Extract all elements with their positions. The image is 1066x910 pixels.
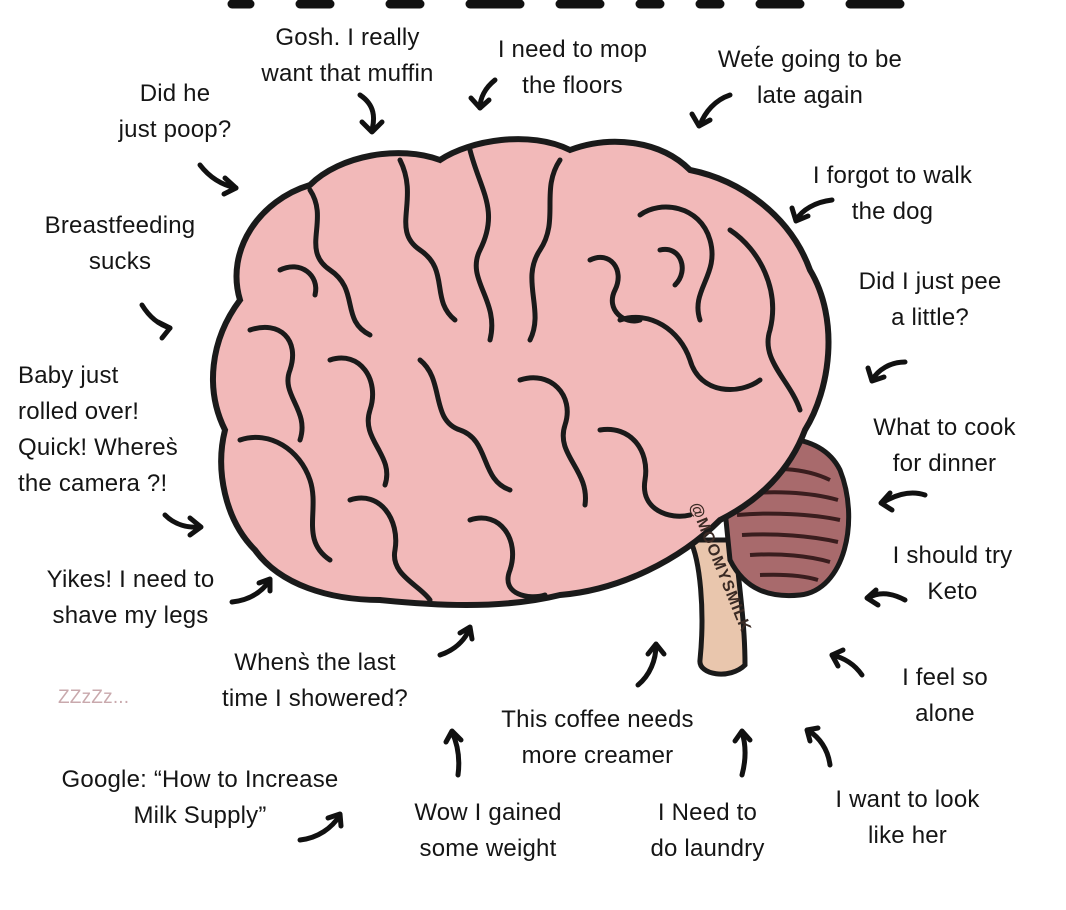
thought-dog: I forgot to walk the dog [812, 162, 973, 225]
arrow-mop-icon [468, 77, 498, 111]
thought-weight: Wow I gained some weight [414, 799, 562, 862]
arrow-dinner-icon [878, 490, 928, 513]
thought-shower: Whens̀ the last time I showered? [222, 649, 408, 712]
thought-look: I want to look like her [835, 786, 980, 849]
thought-mop: I need to mop the floors [497, 36, 648, 99]
arrow-coffee-icon [635, 641, 667, 688]
arrow-alone-icon [829, 647, 865, 678]
thought-breastfeeding: Breastfeeding sucks [44, 212, 196, 275]
thought-coffee: This coffee needs more creamer [501, 706, 694, 769]
arrow-google-icon [297, 811, 344, 843]
arrow-breastfeeding-icon [139, 302, 173, 341]
thought-yikes: Yikes! I need to shave my legs [46, 566, 215, 629]
arrow-laundry-icon [732, 728, 753, 778]
thought-google: Google: “How to Increase Milk Supply” [61, 766, 339, 829]
arrow-weight-icon [443, 728, 464, 778]
arrows [139, 77, 928, 843]
brainstem [685, 537, 748, 677]
thought-alone: I feel so alone [902, 664, 988, 727]
arrow-yikes-icon [229, 576, 273, 605]
thought-keto: I should try Keto [892, 542, 1013, 605]
thought-laundry: I Need to do laundry [650, 799, 765, 862]
arrow-keto-icon [864, 587, 908, 608]
thought-pee: Did I just pee a little? [858, 268, 1002, 331]
cerebrum [210, 136, 832, 608]
arrow-poop-icon [197, 162, 239, 197]
arrow-shower-icon [437, 624, 475, 658]
arrow-late-icon [689, 92, 733, 129]
thought-dinner: What to cook for dinner [873, 414, 1016, 477]
arrow-pee-icon [865, 359, 908, 384]
sleep-zzz-text: ZZzZz... [58, 687, 130, 708]
thought-baby: Baby just rolled over! Quick! Wheres̀ th… [18, 362, 178, 497]
arrow-muffin-icon [357, 92, 385, 135]
arrow-look-icon [804, 725, 833, 768]
thought-poop: Did he just poop? [118, 80, 232, 143]
arrow-dog-icon [789, 197, 835, 224]
brain-folds [237, 147, 803, 603]
thought-muffin: Gosh. I really want that muffin [261, 24, 434, 87]
thought-late: Wet́e going to be late again [717, 46, 903, 109]
arrow-baby-icon [162, 512, 204, 538]
